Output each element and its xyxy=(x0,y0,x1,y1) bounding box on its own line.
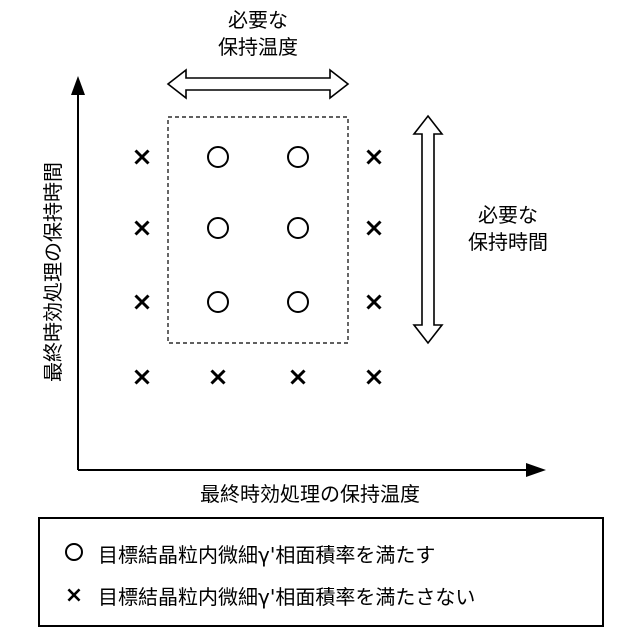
cross-marker xyxy=(292,371,305,384)
y-axis-arrowhead xyxy=(71,76,85,95)
legend-circle-icon xyxy=(62,542,86,566)
legend-not-satisfied-label: 目標結晶粒内微細γ'相面積率を満たさない xyxy=(98,581,475,610)
y-axis-label: 最終時効処理の保持時間 xyxy=(41,162,65,382)
legend-satisfied-label: 目標結晶粒内微細γ'相面積率を満たす xyxy=(98,539,435,568)
legend-box: 目標結晶粒内微細γ'相面積率を満たす × 目標結晶粒内微細γ'相面積率を満たさな… xyxy=(38,517,604,627)
time-arrow-label-line1: 必要な xyxy=(478,203,538,227)
circle-marker xyxy=(208,292,228,312)
temperature-range-arrow xyxy=(168,70,348,98)
x-axis-arrowhead xyxy=(526,463,546,477)
temperature-arrow-label-line1: 必要な xyxy=(228,8,288,32)
cross-marker xyxy=(136,151,149,164)
diagram-canvas: 必要な 保持温度 必要な 保持時間 最終時効処理の保持温度 最終時効処理の保持時… xyxy=(0,0,640,512)
cross-marker xyxy=(212,371,225,384)
circle-marker xyxy=(288,147,308,167)
temperature-arrow-label-line2: 保持温度 xyxy=(218,35,298,59)
circle-marker xyxy=(288,292,308,312)
legend-cross-icon: × xyxy=(62,583,86,608)
cross-marker xyxy=(368,296,381,309)
cross-marker xyxy=(368,151,381,164)
cross-marker xyxy=(136,371,149,384)
cross-marker xyxy=(368,222,381,235)
marker-grid xyxy=(136,147,381,384)
x-axis-label: 最終時効処理の保持温度 xyxy=(200,482,420,506)
required-region-box xyxy=(168,117,348,343)
legend-row-not-satisfied: × 目標結晶粒内微細γ'相面積率を満たさない xyxy=(62,581,475,610)
circle-marker xyxy=(288,218,308,238)
circle-marker xyxy=(208,218,228,238)
circle-marker xyxy=(208,147,228,167)
time-arrow-label-line2: 保持時間 xyxy=(468,230,548,254)
legend-row-satisfied: 目標結晶粒内微細γ'相面積率を満たす xyxy=(62,539,435,568)
cross-marker xyxy=(368,371,381,384)
time-range-arrow xyxy=(414,116,442,343)
cross-marker xyxy=(136,222,149,235)
cross-marker xyxy=(136,296,149,309)
